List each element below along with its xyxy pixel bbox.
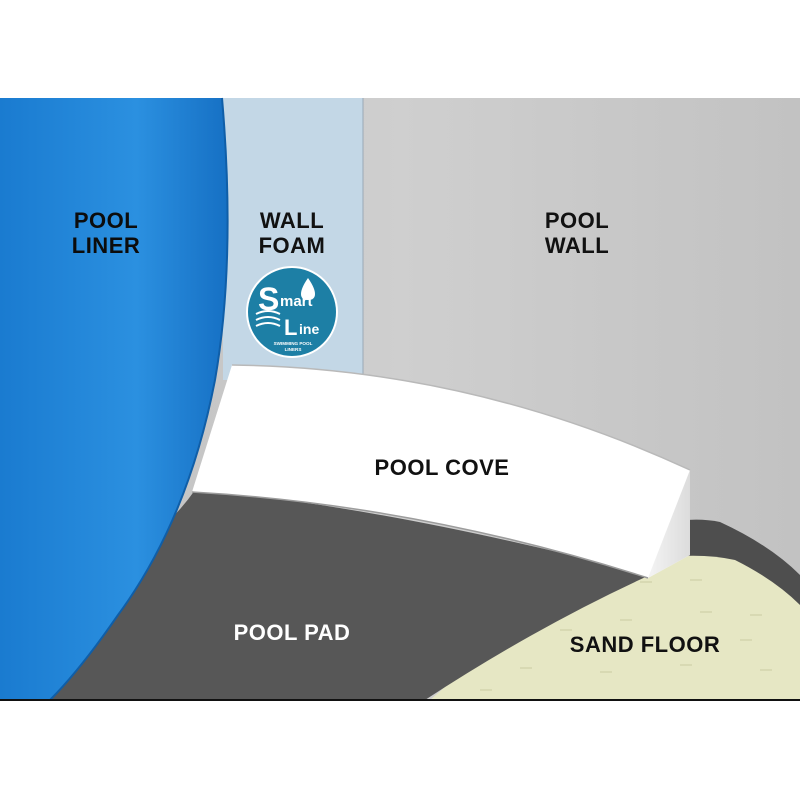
pool-cove-label: POOL COVE [375, 455, 510, 480]
pool-liner-label-line1: POOL [74, 208, 138, 233]
sand-texture [480, 579, 772, 691]
wall-foam-label-line1: WALL [260, 208, 324, 233]
water-drop-icon [301, 278, 315, 300]
pool-liner-panel [0, 98, 228, 700]
sand-floor-label: SAND FLOOR [570, 632, 720, 657]
logo-tagline: SWIMMING POOL [274, 341, 313, 346]
wave-lines-icon [255, 310, 281, 327]
smart-line-logo: S mart L ine SWIMMING POOL LINERS [246, 266, 338, 358]
pool-pad-label: POOL PAD [234, 620, 351, 645]
pool-liner-label-line2: LINER [72, 233, 141, 258]
logo-word-ine: ine [299, 321, 319, 337]
pool-cove-shape [192, 365, 690, 578]
pool-wall-label-line2: WALL [545, 233, 609, 258]
wall-foam-label-line2: FOAM [259, 233, 326, 258]
logo-letter-l: L [284, 315, 297, 340]
logo-tagline-2: LINERS [285, 347, 302, 352]
sand-floor-area [430, 555, 800, 700]
pool-cove-end [648, 470, 690, 578]
pool-wall-label-line1: POOL [545, 208, 609, 233]
logo-badge [246, 266, 338, 358]
logo-word-mart: mart [280, 293, 313, 310]
logo-letter-s: S [258, 281, 279, 317]
